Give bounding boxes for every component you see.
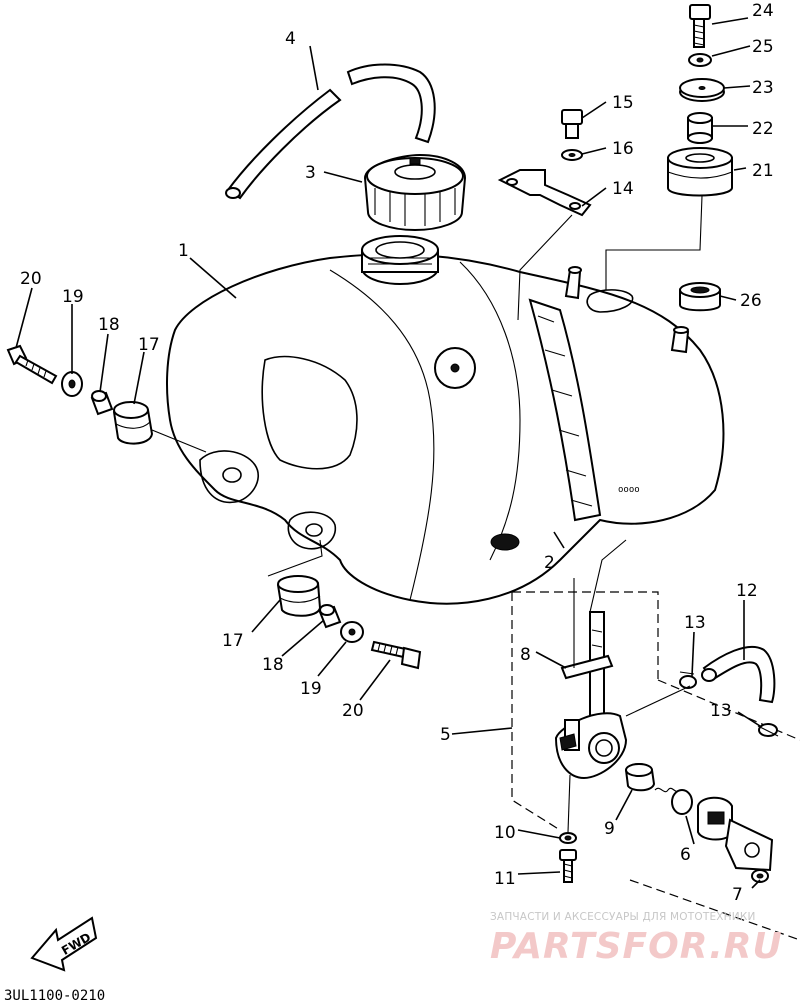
damper-21 [667,147,733,197]
callout-22: 22 [752,119,774,139]
collar-18-right [318,604,342,629]
fuel-cock-group [511,591,800,941]
leader-lines [15,17,761,889]
callout-18-left: 18 [98,315,120,335]
callout-5: 5 [440,725,451,745]
collar-18-left [90,390,114,416]
hose-12 [701,645,776,704]
fuel-tank: oooo [166,235,725,605]
callout-1: 1 [178,241,189,261]
breather-hose [225,63,436,200]
screw-11 [559,849,577,883]
washer-23 [679,78,725,102]
callout-23: 23 [752,78,774,98]
callout-14: 14 [612,179,634,199]
callout-18-right: 18 [262,655,284,675]
washer-25 [688,53,712,67]
gasket-8 [560,654,614,680]
cock-body [554,712,628,780]
bolt-20-left [6,344,58,385]
watermark-brand: PARTSFOR.RU [490,926,783,967]
callout-19-right: 19 [300,679,322,699]
washer-16 [561,149,583,161]
watermark-caption: ЗАПЧАСТИ И АКСЕССУАРЫ ДЛЯ МОТОТЕХНИКИ [490,911,756,923]
diagram-code: 3UL1100-0210 [4,988,105,1004]
callout-11: 11 [494,869,516,889]
callout-8: 8 [520,645,531,665]
washer-10 [559,832,577,844]
callout-21: 21 [752,161,774,181]
callout-20-right: 20 [342,701,364,721]
damper-17-right [276,575,322,617]
callout-19-left: 19 [62,287,84,307]
callout-9: 9 [604,819,615,839]
callout-17-left: 17 [138,335,160,355]
grommet-26 [679,282,721,312]
callout-2: 2 [544,553,555,573]
callout-15: 15 [612,93,634,113]
callout-10: 10 [494,823,516,843]
bolt-15 [561,109,583,139]
lever-assy [697,796,774,872]
cap-9 [624,763,656,792]
callout-13-upper: 13 [684,613,706,633]
callout-24: 24 [752,1,774,21]
callout-3: 3 [305,163,316,183]
callout-7: 7 [732,885,743,905]
svg-text:oooo: oooo [618,485,640,495]
fuel-cap [363,153,467,232]
clip-13-upper [679,671,697,689]
callout-4: 4 [285,29,296,49]
washer-19-right [340,621,364,643]
bolt-24 [689,4,711,48]
oring-6 [671,789,693,815]
callout-6: 6 [680,845,691,865]
collar-22 [687,112,713,144]
callout-26: 26 [740,291,762,311]
seal-strip [528,298,602,522]
callout-12: 12 [736,581,758,601]
callout-13-lower: 13 [710,701,732,721]
fwd-arrow-icon: FWD [30,916,98,972]
callout-25: 25 [752,37,774,57]
clip-13-lower [757,723,779,737]
callout-17-right: 17 [222,631,244,651]
bracket-14 [497,169,592,217]
callout-labels: 1 2 3 4 5 6 7 8 9 10 11 12 13 13 14 15 1… [20,1,774,905]
screw-7 [751,869,769,883]
washer-19-left [61,371,83,397]
damper-17-left [112,401,154,445]
callout-16: 16 [612,139,634,159]
bolt-20-right [370,640,422,670]
callout-20-left: 20 [20,269,42,289]
